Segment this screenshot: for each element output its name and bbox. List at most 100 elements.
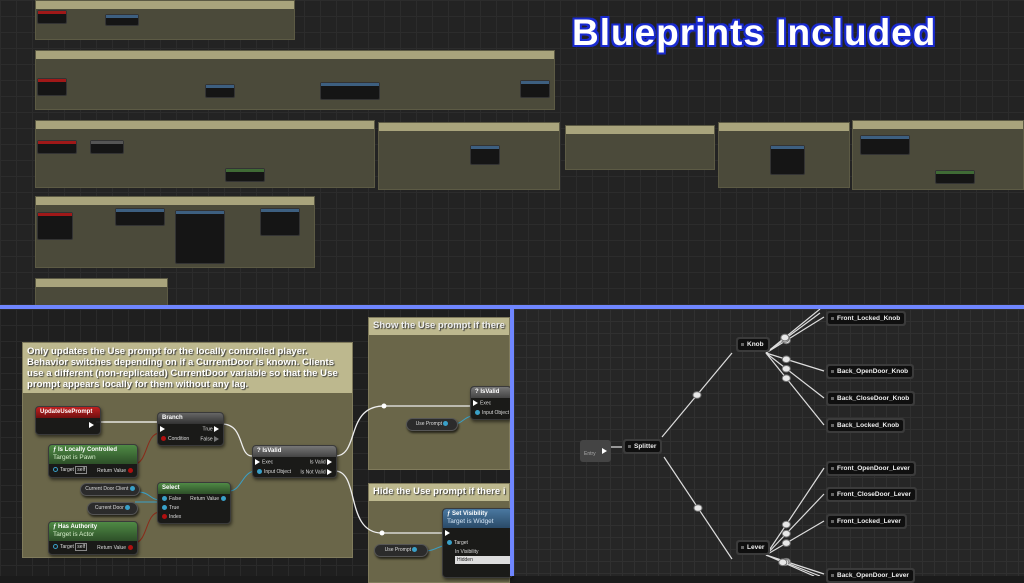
state-lever-1[interactable]: Front_CloseDoor_Lever xyxy=(826,487,918,502)
node-title: IsValid xyxy=(262,448,282,454)
mini-node xyxy=(105,14,139,26)
exec-pin-icon[interactable] xyxy=(445,530,450,536)
transition-arrow[interactable] xyxy=(765,520,825,556)
var-current-door-client[interactable]: Current Door Client xyxy=(80,483,140,496)
exec-pin-icon[interactable] xyxy=(473,400,478,406)
pin-label: Condition xyxy=(168,436,190,442)
node-title: Select xyxy=(162,485,180,491)
transition-rule-icon[interactable] xyxy=(780,333,790,342)
transition-arrow[interactable] xyxy=(765,309,821,354)
exec-pin-icon[interactable] xyxy=(327,459,332,465)
transitions xyxy=(604,309,825,576)
pin-label: In Visibility xyxy=(455,549,479,555)
visibility-dropdown[interactable]: Hidden xyxy=(455,556,510,564)
event-graph-panel[interactable]: Only updates the Use prompt for the loca… xyxy=(0,309,513,583)
state-knob-3[interactable]: Back_Locked_Knob xyxy=(826,418,906,433)
node-branch[interactable]: Branch Condition True False xyxy=(157,412,224,446)
mini-node xyxy=(37,212,73,240)
mini-node xyxy=(37,10,67,24)
transition-arrow[interactable] xyxy=(765,316,825,354)
state-label: Front_OpenDoor_Lever xyxy=(828,463,914,474)
state-knob-2[interactable]: Back_CloseDoor_Knob xyxy=(826,391,916,406)
mini-node xyxy=(260,208,300,236)
transition-rule-icon[interactable] xyxy=(693,504,703,512)
blueprint-overview-graph[interactable] xyxy=(0,0,1024,306)
entry-label: Entry xyxy=(584,451,596,457)
comment-box xyxy=(565,125,715,170)
node-is-valid[interactable]: ? IsValid Exec Input Object Is Valid Is … xyxy=(252,445,337,478)
state-label: Splitter xyxy=(625,441,661,452)
mini-node xyxy=(225,168,265,182)
state-lever-0[interactable]: Front_OpenDoor_Lever xyxy=(826,461,916,476)
comment-box xyxy=(35,0,295,40)
transition-rule-icon[interactable] xyxy=(781,364,791,373)
state-lever[interactable]: Lever xyxy=(736,540,771,555)
state-splitter[interactable]: Splitter xyxy=(623,439,663,454)
banner-title: Blueprints Included xyxy=(572,12,937,53)
transition-arrow[interactable] xyxy=(765,352,825,426)
anim-state-machine-panel[interactable]: Entry Splitter Knob Lever Front_Locked_K… xyxy=(514,309,1024,583)
pin-label: Target xyxy=(60,544,74,550)
pin-label: Input Object xyxy=(482,410,509,416)
state-label: Back_CloseDoor_Knob xyxy=(828,393,914,404)
exec-pin-icon[interactable] xyxy=(214,426,219,432)
exec-pin-icon[interactable] xyxy=(255,459,260,465)
node-title: IsValid xyxy=(480,389,500,395)
mini-node xyxy=(90,140,124,154)
state-knob-0[interactable]: Front_Locked_Knob xyxy=(826,311,907,326)
mini-node xyxy=(770,145,805,175)
mini-node xyxy=(860,135,910,155)
comment-box xyxy=(378,122,560,190)
exec-pin-icon[interactable] xyxy=(89,422,94,428)
transition-rule-icon[interactable] xyxy=(778,558,788,567)
transition-arrow[interactable] xyxy=(765,467,825,556)
mini-node xyxy=(520,80,550,98)
state-lever-2[interactable]: Front_Locked_Lever xyxy=(826,514,907,529)
transition-arrow[interactable] xyxy=(765,554,815,576)
exec-pin-icon xyxy=(602,447,608,454)
transition-arrow[interactable] xyxy=(765,352,825,399)
state-label: Front_Locked_Knob xyxy=(828,313,905,324)
state-label: Knob xyxy=(738,339,768,350)
panel-divider-vertical xyxy=(510,305,514,576)
mini-node xyxy=(37,140,77,154)
var-label: Current Door Client xyxy=(85,486,129,492)
node-select[interactable]: Select False True Index Return Value xyxy=(157,482,231,524)
exec-pin-icon[interactable] xyxy=(214,436,219,442)
transition-rule-icon[interactable] xyxy=(781,539,791,547)
state-knob[interactable]: Knob xyxy=(736,337,770,352)
state-knob-1[interactable]: Back_OpenDoor_Knob xyxy=(826,364,915,379)
transition-rule-icon[interactable] xyxy=(781,520,791,529)
var-current-door[interactable]: Current Door xyxy=(87,502,138,515)
pin-label: True xyxy=(169,505,180,511)
comment-text: Hide the Use prompt if there i xyxy=(369,484,509,501)
entry-node[interactable]: Entry xyxy=(580,440,612,462)
var-use-prompt-2[interactable]: Use Prompt xyxy=(374,544,428,557)
transition-rule-icon[interactable] xyxy=(781,355,791,364)
node-is-valid-show[interactable]: ? IsValid Exec Input Object xyxy=(470,386,512,420)
pin-label: True xyxy=(202,426,213,433)
pin-label: False xyxy=(169,496,182,502)
pin-label: Exec xyxy=(480,400,492,407)
state-label: Front_CloseDoor_Lever xyxy=(828,489,916,500)
node-update-use-prompt[interactable]: UpdateUsePrompt xyxy=(35,406,101,435)
exec-pin-icon[interactable] xyxy=(160,426,165,432)
var-label: Use Prompt xyxy=(415,421,442,427)
transition-rule-icon[interactable] xyxy=(781,374,791,382)
pin-label: Input Object xyxy=(264,469,291,475)
mini-node xyxy=(205,84,235,98)
var-label: Use Prompt xyxy=(384,547,411,553)
transition-arrow[interactable] xyxy=(765,493,825,556)
transition-arrow[interactable] xyxy=(765,352,825,372)
exec-pin-icon[interactable] xyxy=(327,469,332,475)
pin-default: self xyxy=(75,543,88,551)
pin-default: self xyxy=(75,466,88,474)
transition-rule-icon[interactable] xyxy=(692,391,702,399)
var-use-prompt[interactable]: Use Prompt xyxy=(406,418,458,431)
transition-rule-icon[interactable] xyxy=(781,529,791,538)
pin-label: False xyxy=(200,436,213,443)
node-title: Has Authority xyxy=(58,524,98,530)
